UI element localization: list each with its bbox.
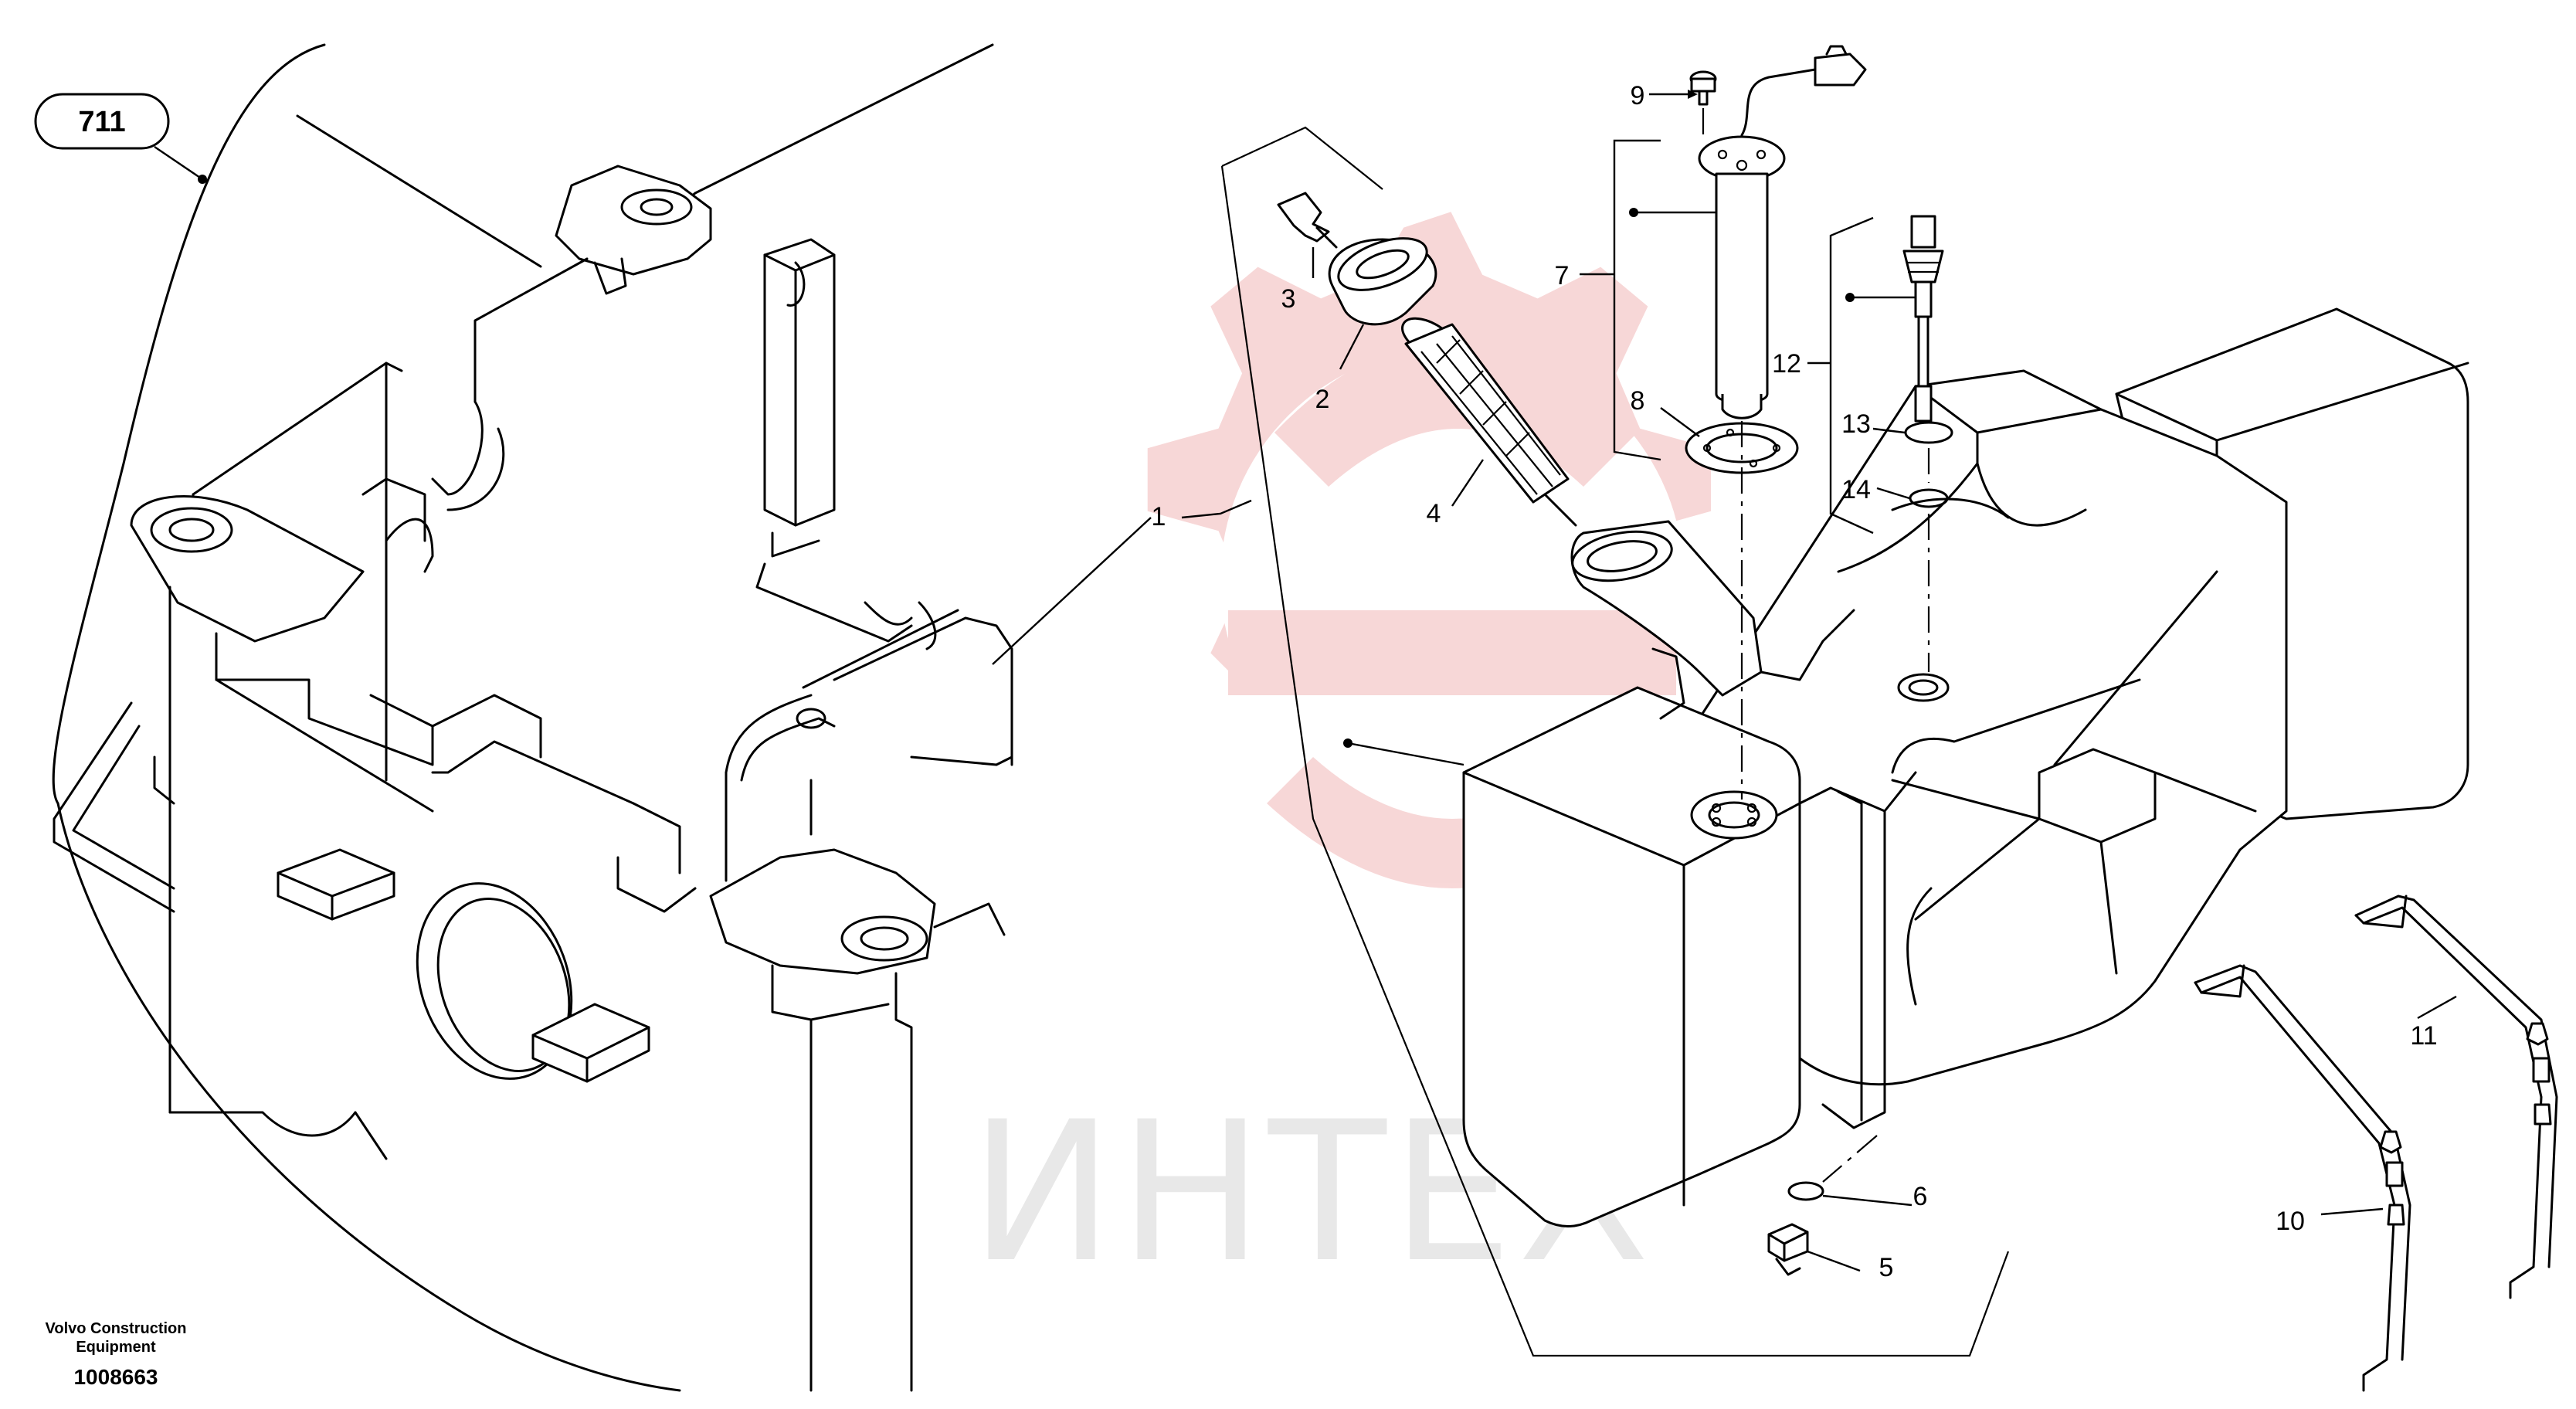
callout-7: 7 — [1555, 261, 1570, 290]
part-3-key — [1277, 192, 1338, 249]
footer-company-line1: Volvo Construction — [46, 1320, 187, 1337]
callout-1: 1 — [1152, 502, 1166, 531]
assembly-axes — [1702, 108, 1930, 1183]
part-5-drain-plug — [1767, 1223, 1809, 1276]
part-9-screw — [1689, 70, 1717, 106]
footer-drawing-number: 1008663 — [73, 1365, 158, 1389]
callout-11: 11 — [2410, 1021, 2437, 1051]
part-2-filler-cap — [1328, 237, 1437, 326]
callout-14: 14 — [1841, 475, 1871, 504]
part-6-o-ring — [1787, 1181, 1824, 1201]
part-8-gasket — [1685, 422, 1799, 474]
callout-13: 13 — [1841, 409, 1871, 439]
callout-8: 8 — [1631, 386, 1645, 416]
bracket-7 — [1580, 139, 1661, 461]
callout-4: 4 — [1427, 499, 1441, 528]
footer: Volvo Construction Equipment 1008663 — [46, 1320, 187, 1389]
watermark-gear-logo — [1147, 212, 1711, 888]
frame-assembly-drawing — [52, 43, 1013, 1392]
part-4-strainer — [1401, 317, 1577, 527]
reference-label: 711 — [78, 106, 125, 138]
callout-10: 10 — [2276, 1207, 2305, 1236]
part-10-strap — [2194, 964, 2411, 1392]
callout-3: 3 — [1281, 284, 1296, 314]
callout-6: 6 — [1913, 1182, 1928, 1211]
tank-front-block — [1462, 686, 1801, 1227]
fuel-tank-assembly — [1220, 126, 2469, 1357]
callout-2: 2 — [1315, 385, 1330, 414]
leader-lines — [992, 90, 2457, 1272]
part-14-o-ring — [1909, 488, 1949, 508]
group-outline-1 — [1221, 126, 1383, 190]
part-7-level-sender — [1698, 45, 1867, 419]
part-13-o-ring — [1904, 421, 1953, 444]
callout-12: 12 — [1772, 349, 1801, 379]
part-11-strap — [2354, 895, 2558, 1299]
callout-9: 9 — [1631, 81, 1645, 110]
reference-bubble: 711 — [34, 93, 207, 184]
bracket-12 — [1807, 216, 1874, 535]
footer-company-line2: Equipment — [76, 1339, 156, 1356]
tank-middle-body — [1667, 369, 2288, 1086]
callout-5: 5 — [1879, 1253, 1894, 1282]
part-12-sensor — [1902, 215, 1944, 423]
callout-numbers: 1 2 3 4 5 6 7 8 9 10 11 12 13 14 — [1152, 81, 2438, 1282]
